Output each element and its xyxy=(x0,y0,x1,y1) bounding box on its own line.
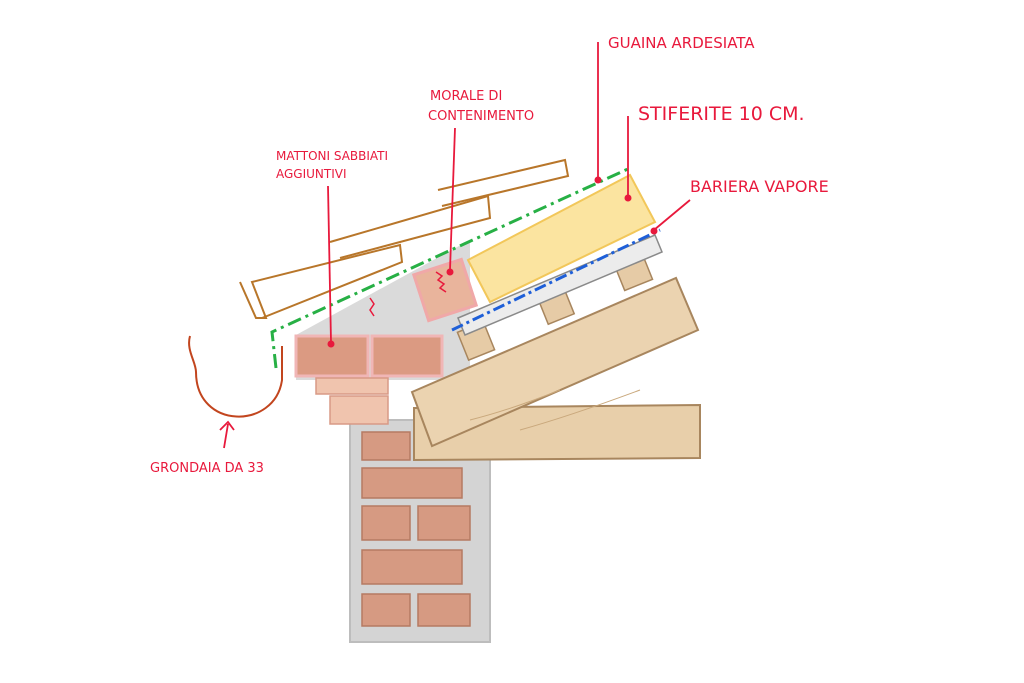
dot xyxy=(650,227,658,235)
leader-lines xyxy=(219,42,691,449)
leader-dots xyxy=(327,176,658,348)
eave-bricks xyxy=(294,240,479,425)
brick xyxy=(329,395,389,425)
timber-structure xyxy=(410,234,701,462)
vapour-barrier xyxy=(451,228,661,332)
dot xyxy=(327,340,335,348)
leader-barriera xyxy=(653,199,691,231)
rafter xyxy=(410,276,700,448)
label-stiferite: STIFERITE 10 CM. xyxy=(638,103,805,125)
brick xyxy=(361,431,411,461)
tile xyxy=(437,158,570,207)
tile xyxy=(329,194,492,259)
label-mattoni-line1: MATTONI SABBIATI xyxy=(276,149,388,163)
leader-morale xyxy=(449,127,456,271)
gutter xyxy=(188,335,283,418)
stiferite-insulation xyxy=(466,173,657,304)
label-morale-line2: CONTENIMENTO xyxy=(428,109,534,124)
boarding xyxy=(457,234,663,336)
dot xyxy=(594,176,602,184)
label-morale-line1: MORALE DI xyxy=(430,89,502,104)
brick xyxy=(315,377,389,395)
brick xyxy=(417,505,471,541)
batten-hatch xyxy=(435,271,447,293)
sand-blasted-brick xyxy=(370,334,444,378)
label-mattoni-line2: AGGIUNTIVI xyxy=(276,167,347,181)
wood-grain xyxy=(469,389,641,431)
leader-mattoni xyxy=(327,185,332,343)
slate-sheath xyxy=(270,166,631,369)
brick xyxy=(361,505,411,541)
label-grondaia: GRONDAIA DA 33 xyxy=(150,461,264,476)
roof-tiles xyxy=(239,158,570,319)
dot xyxy=(446,268,454,276)
label-barriera-vapore: BARIERA VAPORE xyxy=(690,177,829,196)
brick xyxy=(361,593,411,627)
leader-grondaia xyxy=(219,420,235,449)
brick xyxy=(361,549,463,585)
tile xyxy=(239,243,404,319)
dot xyxy=(624,194,632,202)
mortar-hatch xyxy=(369,297,375,317)
brick xyxy=(361,467,463,499)
label-guaina-ardesiata: GUAINA ARDESIATA xyxy=(608,34,755,52)
annotations: GUAINA ARDESIATA STIFERITE 10 CM. BARIER… xyxy=(150,34,829,476)
containment-batten xyxy=(411,257,479,323)
brick xyxy=(417,593,471,627)
